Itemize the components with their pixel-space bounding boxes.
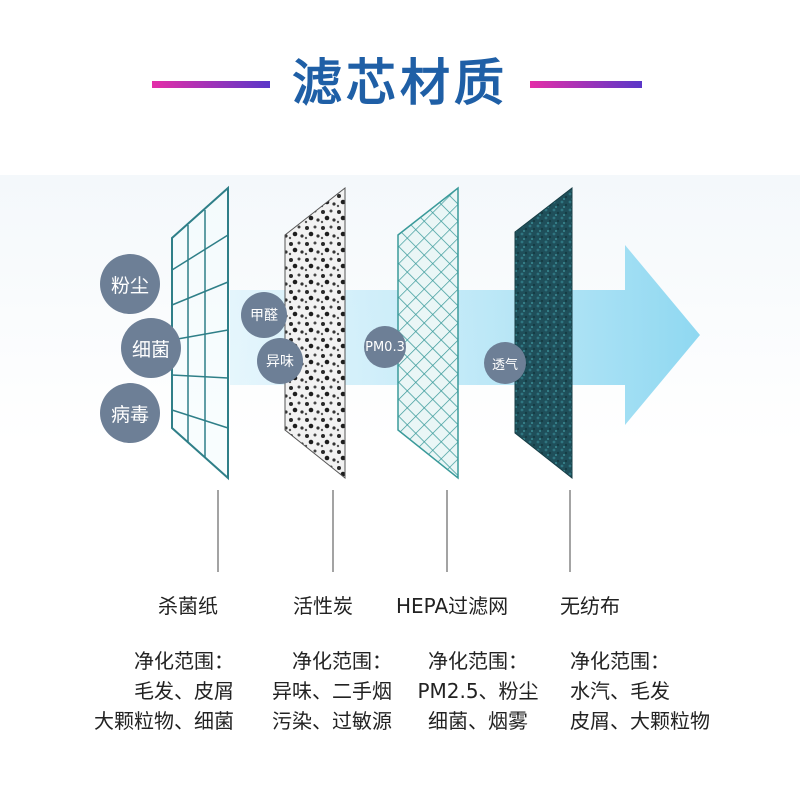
pollutant-pm03: PM0.3 (364, 326, 406, 368)
layer-desc-activated-carbon: 净化范围： 异味、二手烟 污染、过敏源 (254, 646, 392, 736)
range-label: 净化范围： (570, 649, 670, 673)
title-row: 滤芯材质 (0, 48, 800, 118)
layer-desc-nonwoven: 净化范围： 水汽、毛发 皮屑、大颗粒物 (570, 646, 732, 736)
breathable-label: 透气 (484, 342, 526, 384)
airflow-arrow (230, 245, 700, 425)
layer-activated-carbon (284, 186, 346, 480)
range-line: 异味、二手烟 (272, 679, 392, 703)
layer-name-nonwoven: 无纺布 (560, 594, 620, 618)
range-line: 皮屑、大颗粒物 (570, 709, 710, 733)
range-line: 细菌、烟雾 (428, 709, 528, 733)
range-line: 大颗粒物、细菌 (94, 709, 234, 733)
layer-name-antibacterial-paper: 杀菌纸 (158, 594, 218, 618)
range-label: 净化范围： (428, 649, 528, 673)
layer-hepa (397, 186, 459, 480)
pollutant-virus: 病毒 (100, 383, 160, 443)
pollutant-formaldehyde: 甲醛 (241, 292, 287, 338)
title-bar-left (152, 81, 270, 88)
layer-desc-antibacterial-paper: 净化范围： 毛发、皮屑 大颗粒物、细菌 (72, 646, 234, 736)
pollutant-dust: 粉尘 (100, 254, 160, 314)
layer-name-activated-carbon: 活性炭 (293, 594, 353, 618)
title-bar-right (530, 81, 642, 88)
range-line: 水汽、毛发 (570, 679, 670, 703)
layer-desc-hepa: 净化范围： PM2.5、粉尘 细菌、烟雾 (404, 646, 552, 736)
pollutant-odor: 异味 (257, 338, 303, 384)
layer-name-hepa: HEPA过滤网 (396, 594, 509, 618)
layer-antibacterial-paper (171, 185, 229, 481)
range-line: 毛发、皮屑 (134, 679, 234, 703)
range-label: 净化范围： (134, 649, 234, 673)
range-line: 污染、过敏源 (272, 709, 392, 733)
range-line: PM2.5、粉尘 (417, 679, 539, 703)
pollutant-bacteria: 细菌 (121, 318, 181, 378)
layer-nonwoven (514, 186, 573, 480)
page-title: 滤芯材质 (292, 54, 508, 112)
range-label: 净化范围： (292, 649, 392, 673)
